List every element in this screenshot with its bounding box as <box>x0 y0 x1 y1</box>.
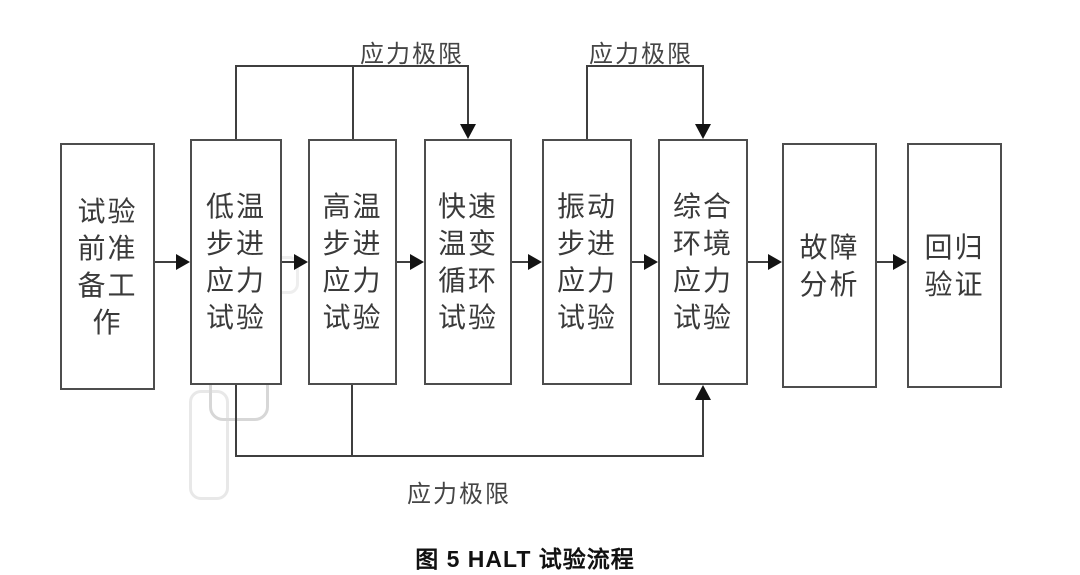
flow-arrow <box>155 254 907 270</box>
flow-box-label: 高温 步进 应力 试验 <box>322 191 383 333</box>
flow-box-preparation: 试验 前准 备工 作 <box>60 143 155 390</box>
stress-limit-bracket-top-left <box>235 65 476 139</box>
flow-box-label: 振动 步进 应力 试验 <box>556 191 617 333</box>
flow-box-label: 综合 环境 应力 试验 <box>672 191 733 333</box>
flow-box-rapid-temp-cycle: 快速 温变 循环 试验 <box>424 139 512 385</box>
stress-limit-bracket-top-right <box>586 65 711 139</box>
watermark-shape <box>189 390 229 500</box>
flow-box-label: 故障 分析 <box>799 231 860 300</box>
flow-box-low-temp-step-stress: 低温 步进 应力 试验 <box>190 139 282 385</box>
stress-limit-label-bottom: 应力极限 <box>407 481 511 508</box>
flow-box-high-temp-step-stress: 高温 步进 应力 试验 <box>308 139 397 385</box>
figure-caption: 图 5 HALT 试验流程 <box>415 546 635 572</box>
flow-box-label: 快速 温变 循环 试验 <box>437 191 498 333</box>
flow-box-vibration-step-stress: 振动 步进 应力 试验 <box>542 139 632 385</box>
flow-box-label: 低温 步进 应力 试验 <box>205 191 266 333</box>
stress-limit-label-top-right: 应力极限 <box>589 41 693 68</box>
flow-box-label: 试验 前准 备工 作 <box>77 195 138 338</box>
stress-limit-bracket-bottom <box>235 385 711 457</box>
stress-limit-label-top-left: 应力极限 <box>360 41 464 68</box>
flow-box-regression-verification: 回归 验证 <box>907 143 1002 388</box>
flow-box-label: 回归 验证 <box>924 231 985 300</box>
flow-box-combined-env-stress: 综合 环境 应力 试验 <box>658 139 748 385</box>
flow-box-failure-analysis: 故障 分析 <box>782 143 877 388</box>
